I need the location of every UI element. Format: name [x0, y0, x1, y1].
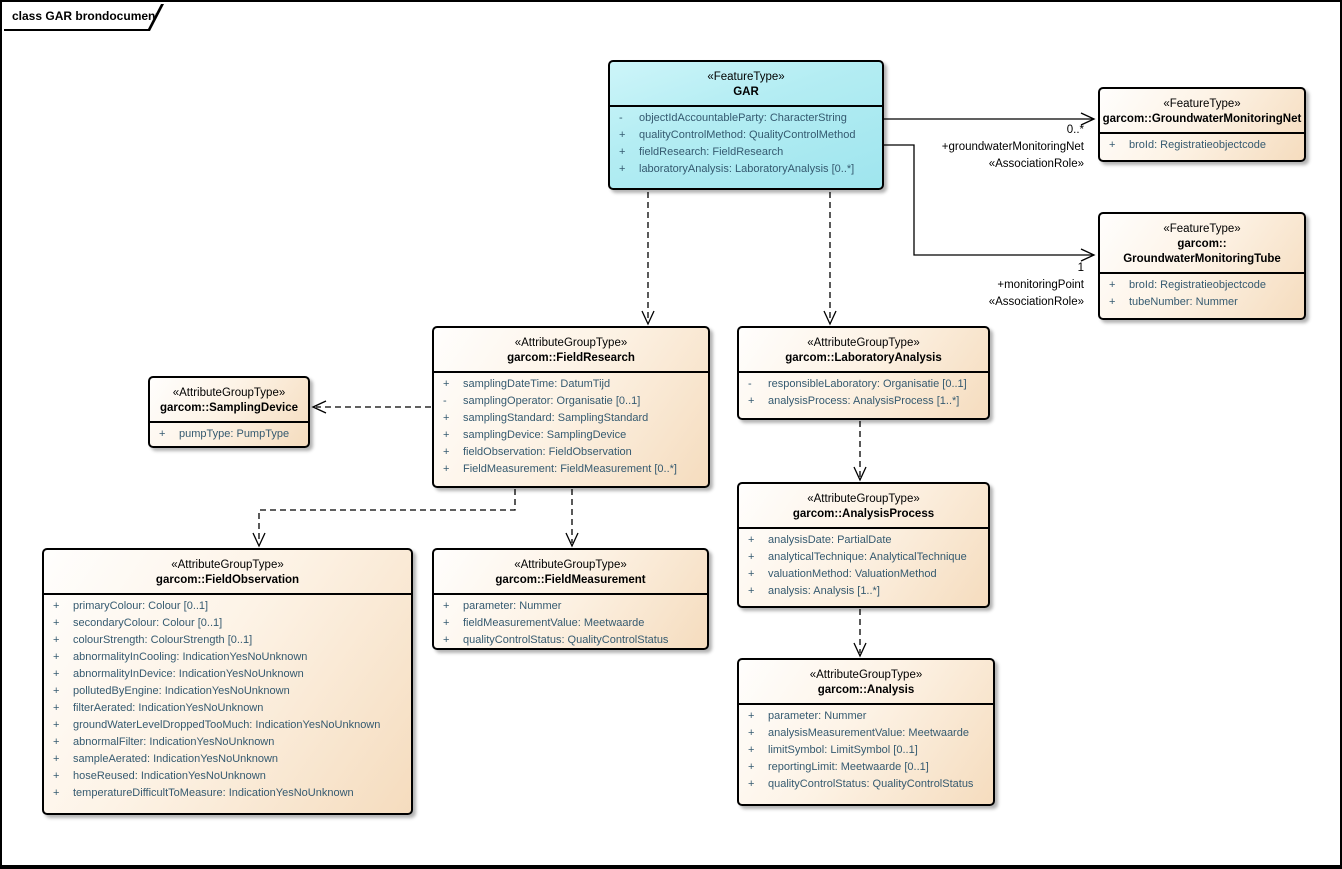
attribute-row: +parameter: Nummer [748, 710, 867, 722]
attribute-row: +analysis: Analysis [1..*] [748, 585, 880, 597]
attribute-row: -objectIdAccountableParty: CharacterStri… [619, 112, 847, 124]
attribute-row: +secondaryColour: Colour [0..1] [53, 617, 223, 629]
open-arrowhead-icon [823, 310, 837, 326]
class-name: garcom::Analysis [817, 684, 915, 696]
class-name: garcom::GroundwaterMonitoringNet [1102, 113, 1302, 125]
attribute-row: +pumpType: PumpType [159, 428, 290, 440]
open-arrowhead-icon [311, 400, 327, 414]
class-name: garcom::FieldObservation [155, 574, 300, 586]
class-groundwatermonitoringnet[interactable]: «FeatureType» garcom::GroundwaterMonitor… [1098, 87, 1306, 162]
attribute-row: +FieldMeasurement: FieldMeasurement [0..… [443, 463, 677, 475]
class-gar[interactable]: «FeatureType» GAR -objectIdAccountablePa… [608, 60, 884, 190]
attribute-row: +qualityControlMethod: QualityControlMet… [619, 129, 856, 141]
attribute-row: +laboratoryAnalysis: LaboratoryAnalysis … [619, 163, 855, 175]
class-name: garcom::AnalysisProcess [792, 508, 935, 520]
class-name: garcom::FieldResearch [507, 352, 635, 364]
attribute-row: +broId: Registratieobjectcode [1109, 139, 1266, 151]
attribute-row: +analyticalTechnique: AnalyticalTechniqu… [748, 551, 967, 563]
class-groundwatermonitoringtube[interactable]: «FeatureType» garcom:: GroundwaterMonito… [1098, 212, 1306, 320]
attribute-row: +abnormalityInDevice: IndicationYesNoUnk… [53, 668, 304, 680]
attribute-row: +abnormalFilter: IndicationYesNoUnknown [53, 736, 275, 748]
diagram-title: class GAR brondocument [4, 4, 161, 29]
class-analysis[interactable]: «AttributeGroupType» garcom::Analysis +p… [737, 658, 995, 806]
attribute-row: +samplingDevice: SamplingDevice [443, 429, 627, 441]
attribute-row: +samplingDateTime: DatumTijd [443, 378, 611, 390]
attribute-row: +abnormalityInCooling: IndicationYesNoUn… [53, 651, 308, 663]
association-labels-monitoringnet: 0..* +groundwaterMonitoringNet «Associat… [942, 122, 1084, 173]
class-name: GroundwaterMonitoringTube [1123, 253, 1281, 265]
class-name: garcom::SamplingDevice [159, 402, 299, 414]
attribute-row: +tubeNumber: Nummer [1109, 296, 1238, 308]
class-laboratoryanalysis[interactable]: «AttributeGroupType» garcom::LaboratoryA… [737, 326, 990, 420]
class-stereotype: «FeatureType» [1163, 223, 1241, 235]
class-fieldresearch[interactable]: «AttributeGroupType» garcom::FieldResear… [432, 326, 710, 488]
attribute-row: +valuationMethod: ValuationMethod [748, 568, 937, 580]
class-stereotype: «AttributeGroupType» [807, 337, 920, 349]
class-stereotype: «AttributeGroupType» [172, 387, 286, 399]
role-label: +monitoringPoint [997, 279, 1084, 291]
attribute-row: +parameter: Nummer [443, 600, 562, 612]
open-arrowhead-icon [1080, 248, 1096, 262]
multiplicity-label: 1 [1077, 262, 1084, 274]
class-fieldmeasurement[interactable]: «AttributeGroupType» garcom::FieldMeasur… [432, 548, 709, 650]
attribute-row: +pollutedByEngine: IndicationYesNoUnknow… [53, 685, 290, 697]
association-stereotype-label: «AssociationRole» [988, 296, 1084, 308]
open-arrowhead-icon [1080, 112, 1096, 126]
attribute-row: +qualityControlStatus: QualityControlSta… [443, 634, 669, 646]
open-arrowhead-icon [853, 466, 867, 482]
association-line-monitoringtube [884, 144, 1094, 256]
class-stereotype: «AttributeGroupType» [809, 669, 923, 681]
attribute-row: +fieldMeasurementValue: Meetwaarde [443, 617, 645, 629]
class-stereotype: «AttributeGroupType» [807, 493, 920, 505]
class-stereotype: «AttributeGroupType» [514, 559, 627, 571]
association-labels-monitoringtube: 1 +monitoringPoint «AssociationRole» [989, 260, 1084, 311]
attribute-row: +temperatureDifficultToMeasure: Indicati… [53, 787, 354, 799]
attribute-row: +fieldObservation: FieldObservation [443, 446, 632, 458]
attribute-row: -samplingOperator: Organisatie [0..1] [443, 395, 641, 407]
class-stereotype: «AttributeGroupType» [171, 559, 284, 571]
diagram-frame-tab: class GAR brondocument [4, 4, 164, 31]
class-stereotype: «FeatureType» [707, 71, 785, 83]
class-stereotype: «FeatureType» [1163, 98, 1241, 110]
attribute-row: +limitSymbol: LimitSymbol [0..1] [748, 744, 918, 756]
open-arrowhead-icon [853, 642, 867, 658]
attribute-row: +colourStrength: ColourStrength [0..1] [53, 634, 253, 646]
class-fieldobservation[interactable]: «AttributeGroupType» garcom::FieldObserv… [42, 548, 413, 815]
attribute-row: +hoseReused: IndicationYesNoUnknown [53, 770, 266, 782]
role-label: +groundwaterMonitoringNet [941, 141, 1084, 153]
class-name: GAR [733, 86, 759, 98]
attribute-row: +fieldResearch: FieldResearch [619, 146, 784, 158]
attribute-row: -responsibleLaboratory: Organisatie [0..… [748, 378, 967, 390]
association-stereotype-label: «AssociationRole» [988, 158, 1084, 170]
attribute-row: +qualityControlStatus: QualityControlSta… [748, 778, 974, 790]
open-arrowhead-icon [252, 532, 266, 548]
class-name: garcom:: [1177, 238, 1227, 250]
class-samplingdevice[interactable]: «AttributeGroupType» garcom::SamplingDev… [148, 376, 310, 448]
attribute-row: +reportingLimit: Meetwaarde [0..1] [748, 761, 929, 773]
open-arrowhead-icon [565, 532, 579, 548]
attribute-row: +analysisProcess: AnalysisProcess [1..*] [748, 395, 960, 407]
attribute-row: +primaryColour: Colour [0..1] [53, 600, 209, 612]
attribute-row: +samplingStandard: SamplingStandard [443, 412, 649, 424]
class-name: garcom::LaboratoryAnalysis [785, 352, 942, 364]
multiplicity-label: 0..* [1066, 124, 1084, 136]
attribute-row: +filterAerated: IndicationYesNoUnknown [53, 702, 264, 714]
attribute-row: +analysisMeasurementValue: Meetwaarde [748, 727, 969, 739]
open-arrowhead-icon [641, 310, 655, 326]
class-analysisprocess[interactable]: «AttributeGroupType» garcom::AnalysisPro… [737, 482, 990, 608]
class-name: garcom::FieldMeasurement [495, 574, 646, 586]
dependency-line-fieldobservation [258, 489, 516, 543]
attribute-row: +broId: Registratieobjectcode [1109, 279, 1266, 291]
attribute-row: +groundWaterLevelDroppedTooMuch: Indicat… [53, 719, 381, 731]
class-stereotype: «AttributeGroupType» [514, 337, 628, 349]
attribute-row: +analysisDate: PartialDate [748, 534, 892, 546]
attribute-row: +sampleAerated: IndicationYesNoUnknown [53, 753, 279, 765]
